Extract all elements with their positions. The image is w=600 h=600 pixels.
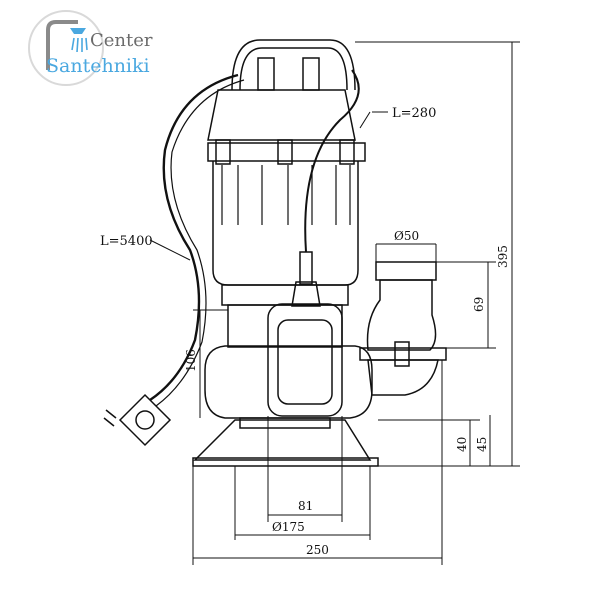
pump-housing: [204, 345, 373, 419]
float-cable: [304, 69, 360, 253]
label-height-total: 395: [496, 245, 510, 268]
pump-base: [193, 419, 372, 461]
motor-flange: [207, 142, 366, 162]
pump-handle: [231, 39, 356, 91]
power-cable: [149, 73, 239, 401]
shower-icon: [28, 10, 104, 86]
motor-cap: [207, 89, 356, 141]
brand-name-center: Center: [90, 30, 153, 51]
outlet-pipe: [366, 279, 437, 351]
label-cable-float: L=280: [392, 106, 436, 121]
label-diameter-175: Ø175: [272, 520, 305, 534]
float-switch: [267, 303, 343, 417]
label-base-40: 40: [455, 437, 469, 452]
brand-logo: [26, 8, 176, 88]
dimension-lines: [149, 41, 520, 565]
label-outlet-height: 69: [472, 297, 486, 312]
label-float-height: 106: [184, 349, 198, 372]
label-outlet-diameter: Ø50: [394, 229, 419, 243]
label-width-250: 250: [306, 543, 329, 557]
power-plug: [103, 393, 172, 447]
outlet-pipe-top: [375, 261, 437, 281]
label-base-45: 45: [475, 437, 489, 452]
label-width-81: 81: [298, 499, 313, 513]
label-cable-power: L=5400: [100, 234, 153, 249]
brand-name-santehniki: Santehniki: [46, 55, 150, 77]
